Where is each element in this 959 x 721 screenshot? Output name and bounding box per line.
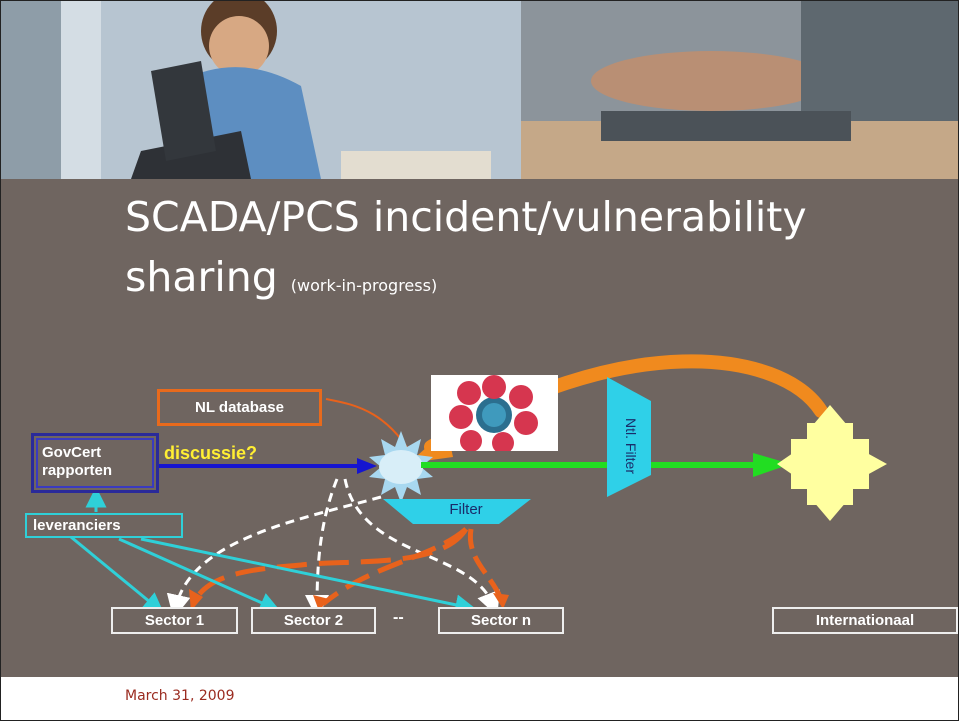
network-graphic xyxy=(431,375,558,454)
govcert-line-2: rapporten xyxy=(42,462,113,479)
sector-1-box: Sector 1 xyxy=(111,607,238,634)
nl-filter-label: Ntl. Filter xyxy=(623,418,639,474)
header-photo-illustration xyxy=(1,1,958,179)
sector-n-box: Sector n xyxy=(438,607,564,634)
orange-arrow-to-sector-2 xyxy=(321,527,468,606)
govcert-box-inner: GovCert rapporten xyxy=(36,438,154,488)
leveranciers-to-sector-1 xyxy=(70,535,165,614)
nl-database-box: NL database xyxy=(157,389,322,426)
dashed-arrow-to-sector-1 xyxy=(166,495,382,619)
filter-shape xyxy=(383,499,531,524)
hub-star xyxy=(369,431,433,503)
dashed-arrow-to-sector-n xyxy=(343,478,500,617)
sector-dots: -- xyxy=(393,609,404,626)
leveranciers-box: leveranciers xyxy=(25,513,183,538)
leveranciers-to-sector-2 xyxy=(118,537,281,613)
dashed-arrow-to-sector-2 xyxy=(305,478,339,619)
international-cross xyxy=(777,405,887,521)
title-sub: (work-in-progress) xyxy=(290,276,438,295)
footer xyxy=(1,677,958,720)
nl-filter-shape xyxy=(607,377,651,497)
discussie-label: discussie? xyxy=(164,443,258,463)
network-graphic-illustration xyxy=(449,375,538,454)
slide-date: March 31, 2009 xyxy=(125,688,235,704)
orange-arrow-to-sector-1 xyxy=(193,527,469,601)
header-photo xyxy=(1,1,958,179)
govcert-box: GovCert rapporten xyxy=(31,433,159,493)
govcert-line-1: GovCert xyxy=(42,444,102,461)
slide-title: SCADA/PCS incident/vulnerability sharing… xyxy=(125,187,945,316)
filter-label: Filter xyxy=(449,501,483,518)
sector-2-box: Sector 2 xyxy=(251,607,376,634)
leveranciers-to-sector-n xyxy=(140,537,477,616)
internationaal-box: Internationaal xyxy=(772,607,958,634)
orange-arrow-to-sector-n xyxy=(467,528,504,600)
title-main: SCADA/PCS incident/vulnerability sharing xyxy=(125,193,807,301)
